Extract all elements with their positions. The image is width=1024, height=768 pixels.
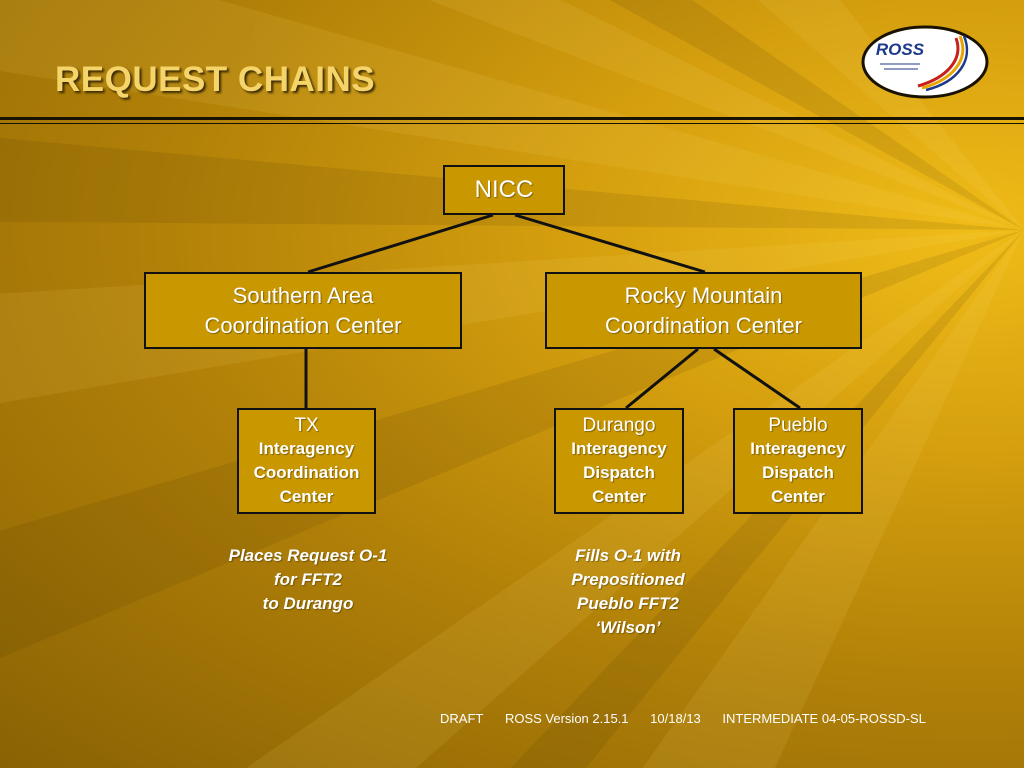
logo-swoosh-icon <box>917 37 960 88</box>
title-rule-thin <box>0 123 1024 124</box>
tx-head: TX <box>294 414 319 436</box>
note-durango-line3: Pueblo FFT2 <box>577 594 679 613</box>
slide-footer: DRAFT ROSS Version 2.15.1 10/18/13 INTER… <box>440 711 926 726</box>
durango-line1: Interagency <box>571 438 667 458</box>
slide-title: REQUEST CHAINS <box>55 60 376 99</box>
pueblo-head: Pueblo <box>768 414 828 436</box>
tx-line1: Interagency <box>258 438 355 458</box>
ross-logo: ROSS <box>861 25 989 99</box>
connector-rocky-durango <box>625 347 699 410</box>
pueblo-line3: Center <box>771 486 825 506</box>
footer-version: ROSS Version 2.15.1 <box>504 711 629 726</box>
connector-nicc-southern <box>307 213 494 274</box>
node-nicc-label: NICC <box>474 176 534 203</box>
southern-area-line2: Coordination Center <box>204 312 402 338</box>
node-southern-area: Southern Area Coordination Center <box>144 272 462 349</box>
note-tx-request: Places Request O-1 for FFT2 to Durango <box>198 544 418 616</box>
connector-rocky-pueblo <box>713 347 801 410</box>
note-tx-line3: to Durango <box>262 594 354 613</box>
note-durango-line4: ‘Wilson’ <box>595 618 661 637</box>
node-rocky-mountain: Rocky Mountain Coordination Center <box>545 272 862 349</box>
tx-line2: Coordination <box>253 462 360 482</box>
durango-line3: Center <box>592 486 646 506</box>
node-tx: TX Interagency Coordination Center <box>237 408 376 514</box>
footer-course: INTERMEDIATE 04-05-ROSSD-SL <box>722 711 926 726</box>
connector-nicc-rocky <box>514 213 706 274</box>
node-durango: Durango Interagency Dispatch Center <box>554 408 684 514</box>
pueblo-line1: Interagency <box>750 438 846 458</box>
tx-line3: Center <box>279 486 334 506</box>
node-pueblo: Pueblo Interagency Dispatch Center <box>733 408 863 514</box>
rocky-mountain-line2: Coordination Center <box>605 312 802 338</box>
footer-status: DRAFT <box>440 711 484 726</box>
note-durango-line1: Fills O-1 with <box>575 546 681 565</box>
note-durango-fill: Fills O-1 with Prepositioned Pueblo FFT2… <box>518 544 738 640</box>
durango-line2: Dispatch <box>583 462 655 482</box>
note-tx-line1: Places Request O-1 <box>228 546 388 565</box>
durango-head: Durango <box>582 414 656 436</box>
note-durango-line2: Prepositioned <box>571 570 685 589</box>
logo-text: ROSS <box>876 40 925 59</box>
node-nicc: NICC <box>443 165 565 215</box>
footer-date: 10/18/13 <box>650 711 701 726</box>
note-tx-line2: for FFT2 <box>274 570 342 589</box>
southern-area-line1: Southern Area <box>232 282 374 308</box>
pueblo-line2: Dispatch <box>762 462 834 482</box>
title-rule <box>0 117 1024 120</box>
rocky-mountain-line1: Rocky Mountain <box>624 282 783 308</box>
